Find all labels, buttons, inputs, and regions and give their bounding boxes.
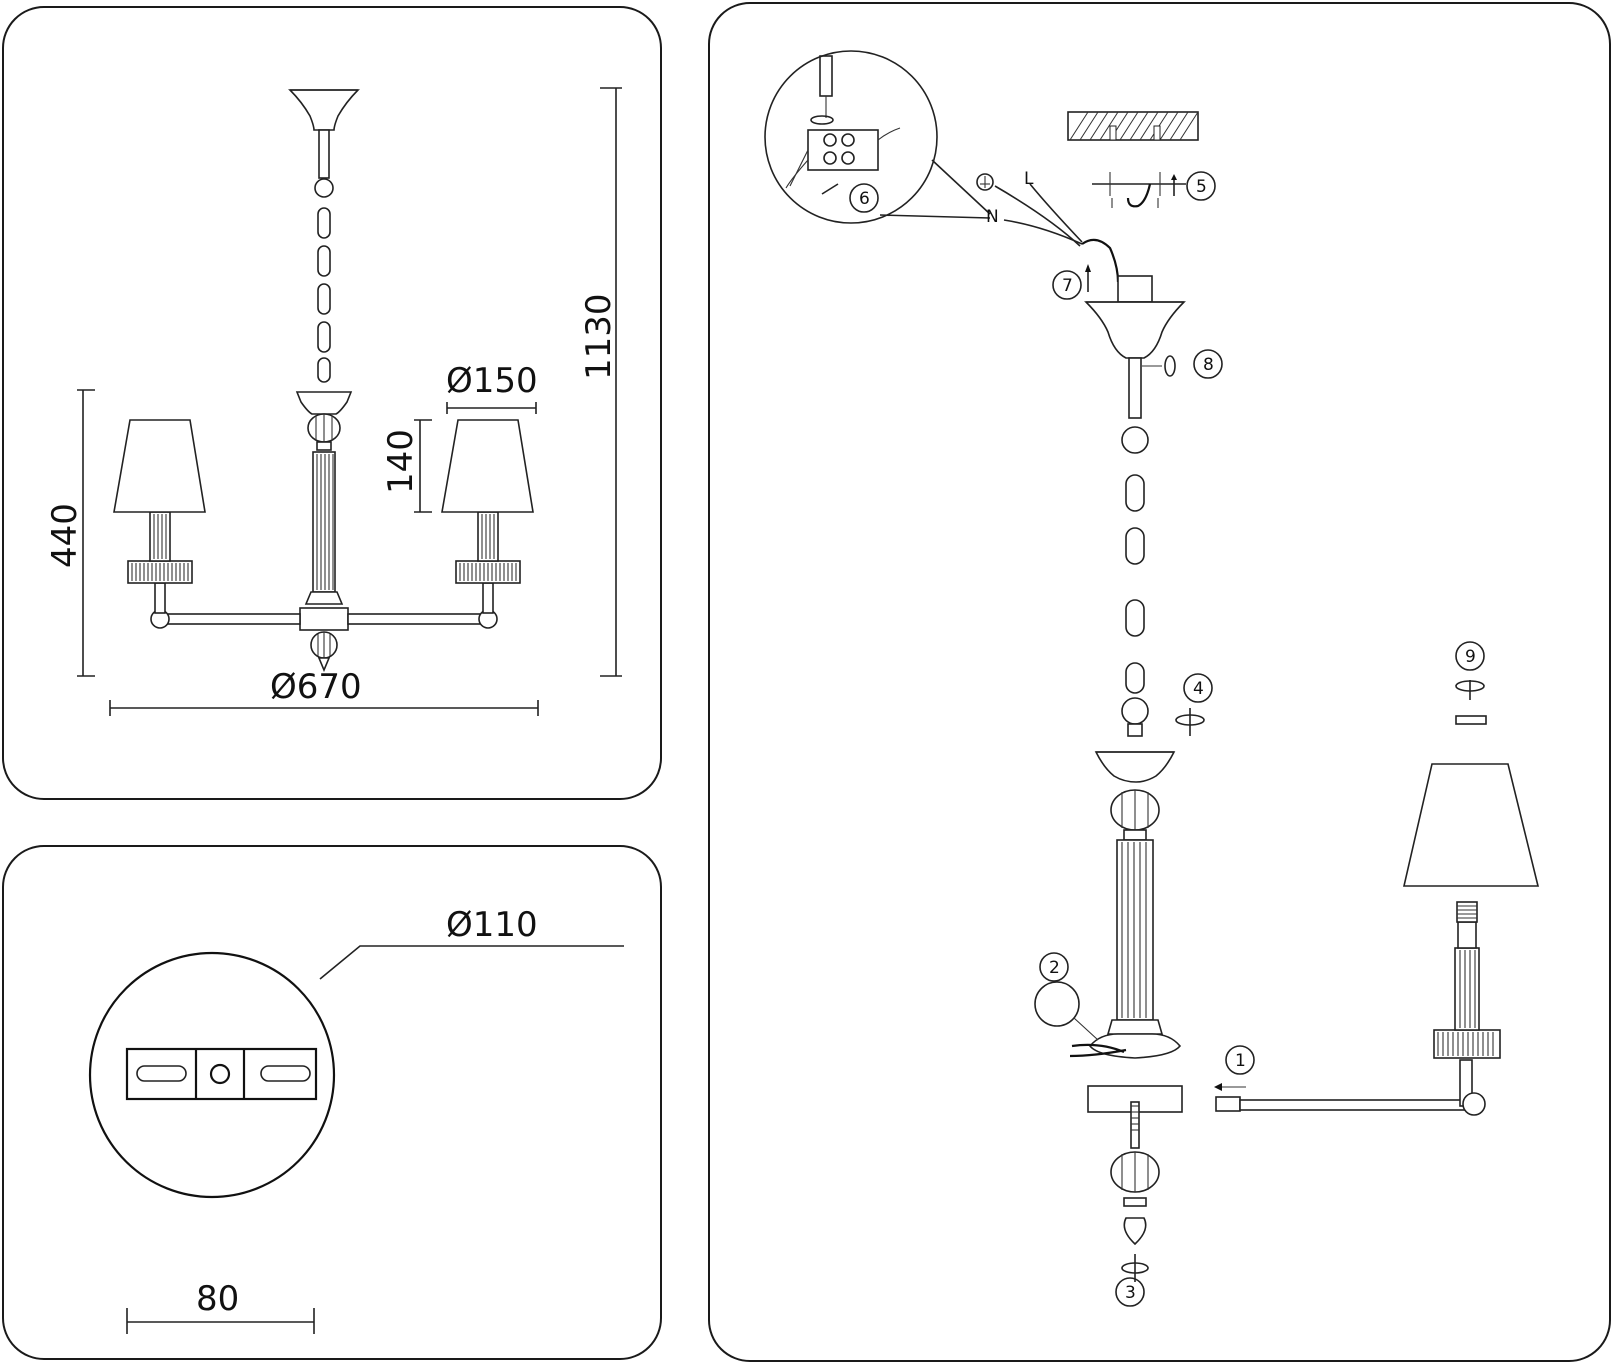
canopy-bracket-panel (2, 845, 662, 1360)
assembly-drawing (764, 50, 1540, 1282)
step-5-label: 5 (1196, 177, 1207, 197)
step-6-label: 6 (859, 189, 870, 209)
step-1-label: 1 (1235, 1051, 1246, 1071)
dim-canopy-diameter: Ø110 (446, 905, 538, 945)
dim-bracket-width: 80 (196, 1279, 239, 1319)
step-4-label: 4 (1193, 679, 1204, 699)
wire-live-label: L (1024, 169, 1034, 189)
step-7-label: 7 (1062, 276, 1073, 296)
step-2-label: 2 (1049, 958, 1060, 978)
canopy-bracket-drawing (88, 945, 624, 1334)
wire-neutral-label: N (986, 207, 999, 227)
step-8-label: 8 (1203, 355, 1214, 375)
dim-height-total: 1130 (579, 293, 619, 380)
step-3-label: 3 (1125, 1283, 1136, 1303)
dim-height-body: 440 (45, 503, 85, 568)
dim-span-diameter: Ø670 (270, 667, 362, 707)
step-9-label: 9 (1465, 647, 1476, 667)
step-markers (849, 171, 1485, 1307)
dimension-lines (77, 87, 622, 716)
dim-shade-height: 140 (381, 429, 421, 494)
dim-shade-diameter: Ø150 (446, 361, 538, 401)
chandelier-front-view (113, 89, 534, 673)
